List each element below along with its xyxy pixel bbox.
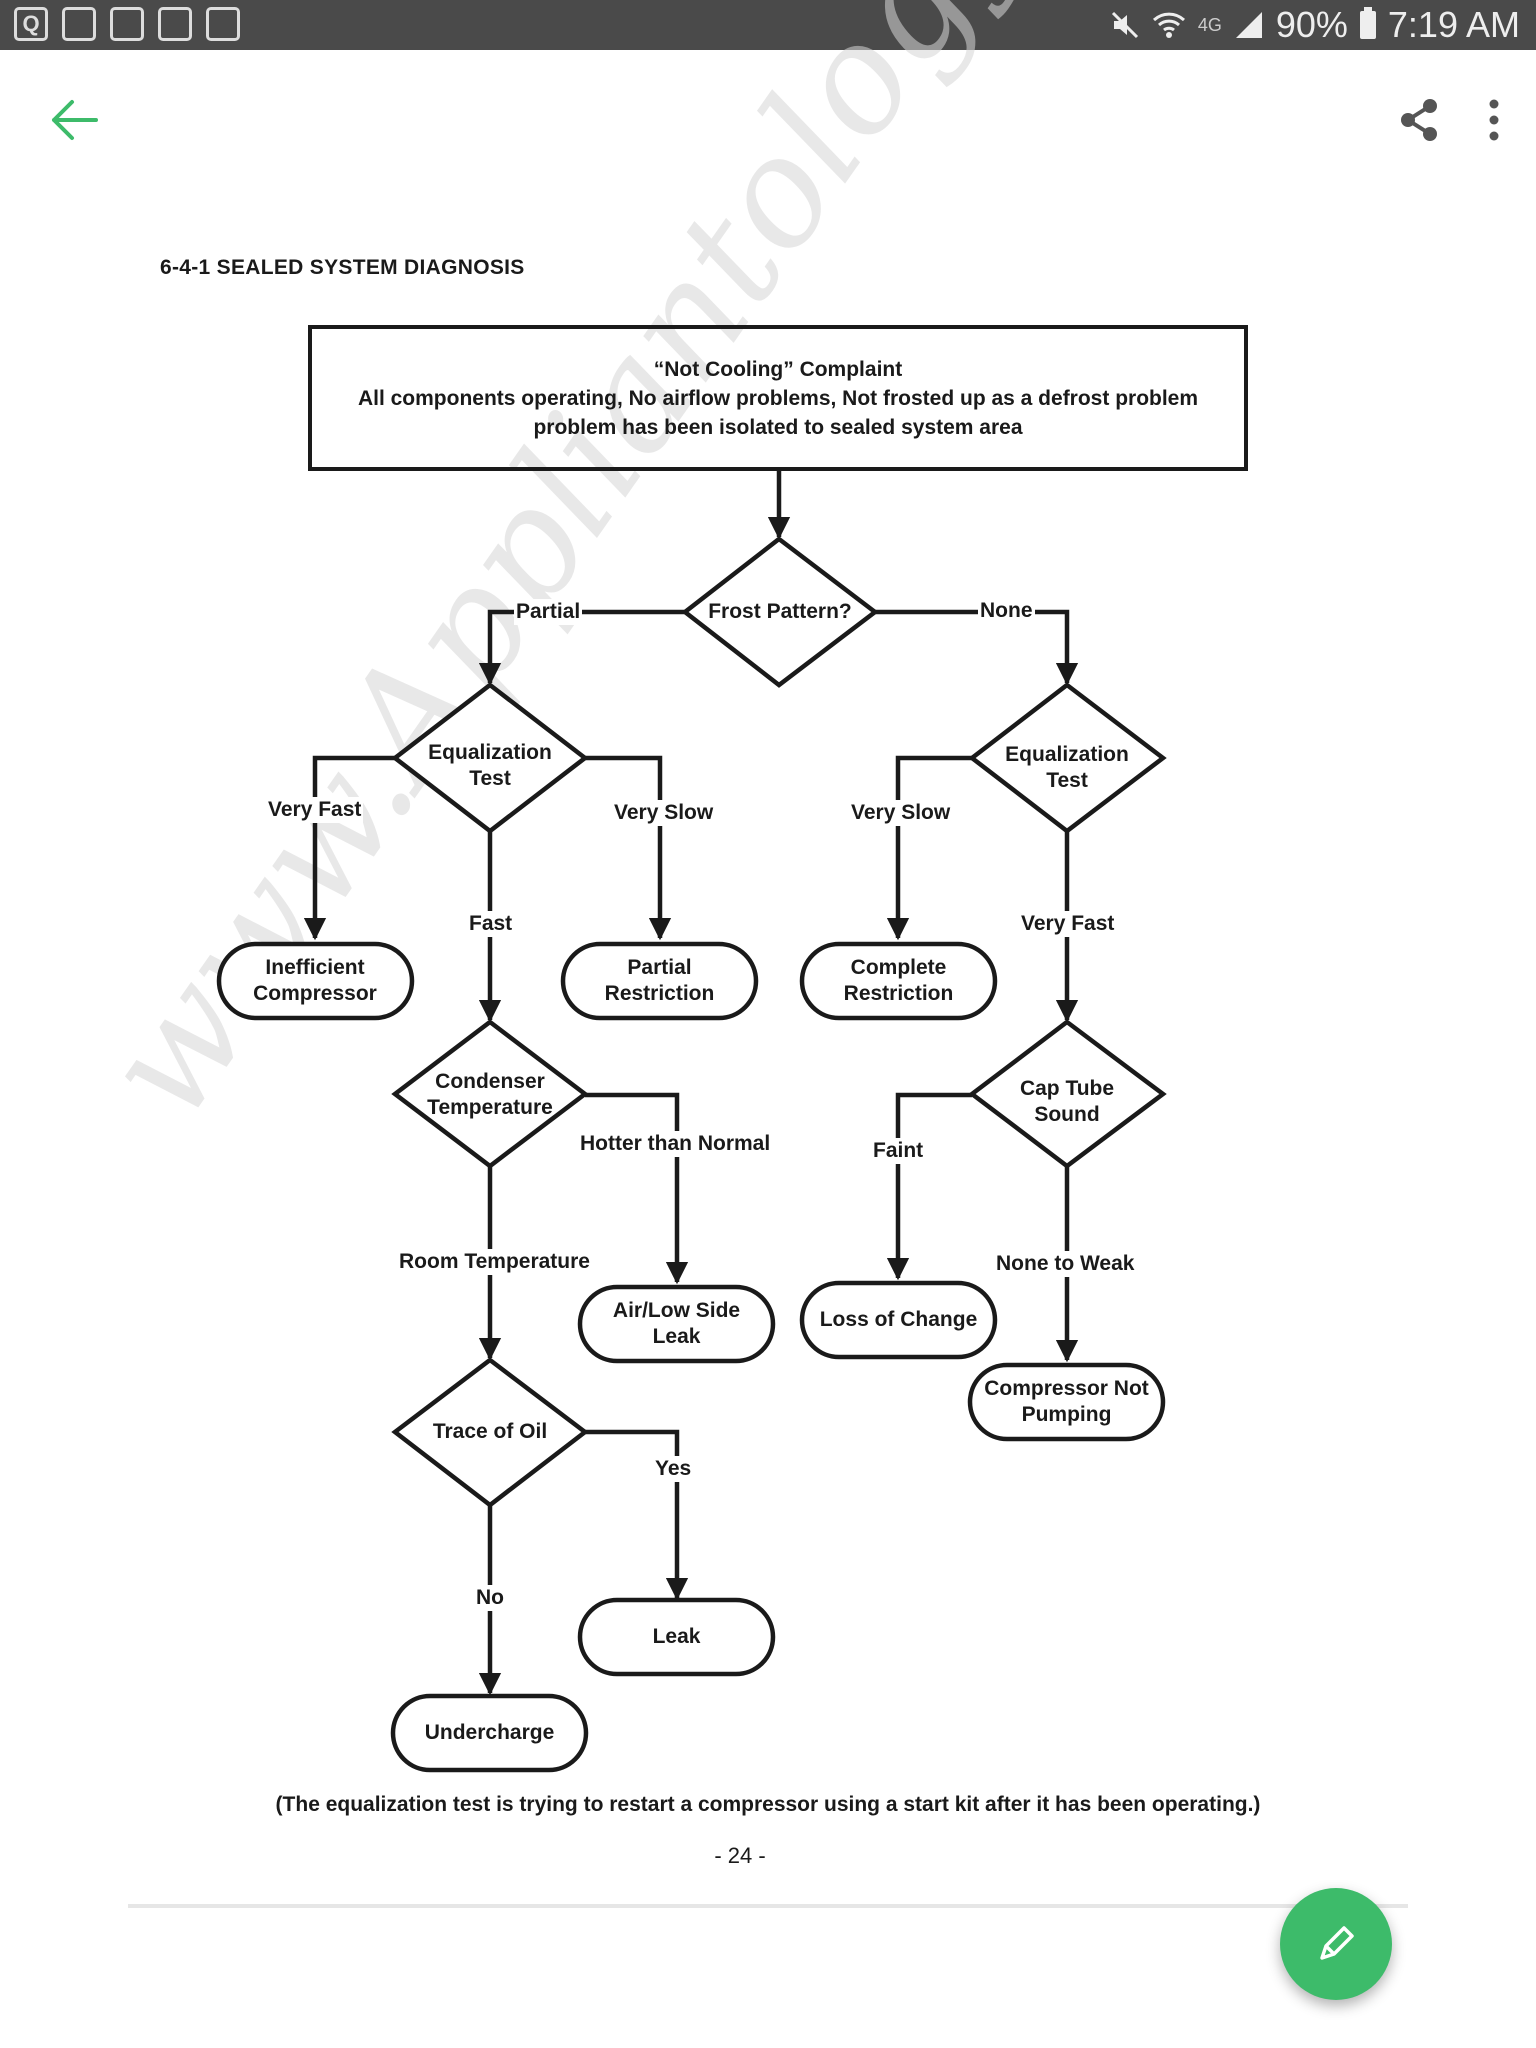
inefficient-compressor-label: Inefficient Compressor [253, 956, 377, 1005]
frost-pattern-label: Frost Pattern? [708, 600, 852, 623]
leak-label: Leak [652, 1625, 701, 1648]
calendar-icon [158, 7, 192, 41]
pencil-icon [1320, 1926, 1354, 1960]
trace-of-oil-label: Trace of Oil [432, 1420, 548, 1443]
network-type: 4G [1197, 14, 1222, 35]
air-low-side-leak-label: Air/Low Side Leak [612, 1299, 741, 1348]
start-box-title: “Not Cooling” Complaint [653, 357, 903, 381]
edge-very-fast-left [303, 755, 395, 941]
terminal-leak [577, 1597, 776, 1677]
partial-restriction-label: Partial Restriction [604, 956, 715, 1005]
edge-label-very-fast-left: Very Fast [266, 797, 364, 823]
edge-label-very-slow-right: Very Slow [849, 800, 953, 826]
decision-eq-test-right [968, 682, 1167, 834]
notification-icons: Q [14, 7, 240, 41]
terminal-compressor-not-pumping [967, 1362, 1166, 1442]
system-indicators: 4G 90% 7:19 AM [1110, 0, 1520, 50]
edge-label-very-fast-right: Very Fast [1019, 911, 1117, 937]
edge-label-partial: Partial [514, 599, 583, 625]
mail-icon [110, 7, 144, 41]
eq-test-left-label: Equalization Test [428, 741, 552, 790]
start-box-line2: All components operating, No airflow pro… [357, 386, 1199, 410]
share-icon[interactable] [1396, 96, 1444, 144]
decision-cap-tube [968, 1019, 1167, 1169]
edge-label-room-temperature: Room Temperature [397, 1249, 592, 1275]
signal-icon [1235, 12, 1262, 38]
status-bar: Q 4G 90% 7:19 AM [0, 0, 1536, 50]
terminal-inefficient-compressor [216, 941, 415, 1021]
page-title: 6-4-1 SEALED SYSTEM DIAGNOSIS [160, 256, 525, 279]
arrow-left-icon[interactable] [44, 90, 104, 150]
footnote: (The equalization test is trying to rest… [275, 1793, 1261, 1816]
edge-partial [478, 609, 685, 686]
battery-icon [1359, 7, 1376, 39]
decision-eq-test-left [391, 682, 589, 834]
decision-frost-pattern [681, 536, 879, 688]
decision-trace-of-oil [391, 1357, 589, 1508]
edge-label-fast: Fast [467, 911, 515, 937]
edit-fab-button[interactable] [1280, 1888, 1392, 2000]
edge-label-yes: Yes [653, 1456, 694, 1482]
clock: 7:19 AM [1387, 4, 1520, 45]
edge-very-slow-left [585, 755, 672, 941]
compressor-not-pumping-label: Compressor Not Pumping [984, 1377, 1149, 1426]
calendar-alt-icon [206, 7, 240, 41]
eq-test-right-label: Equalization Test [1005, 743, 1129, 792]
start-box-line3: problem has been isolated to sealed syst… [533, 415, 1023, 439]
app-bar [0, 50, 1536, 185]
battery-percent: 90% [1275, 4, 1348, 45]
terminal-complete-restriction [799, 941, 998, 1021]
edge-label-none-to-weak: None to Weak [994, 1251, 1137, 1277]
terminal-loss-of-change [799, 1280, 998, 1360]
edge-hotter [585, 1092, 689, 1285]
edge-label-none: None [978, 598, 1035, 624]
undercharge-label: Undercharge [424, 1721, 555, 1744]
edge-label-very-slow-left: Very Slow [612, 800, 716, 826]
decision-condenser-temp [391, 1019, 589, 1169]
complete-restriction-label: Complete Restriction [843, 956, 954, 1005]
mute-icon [1111, 11, 1138, 39]
edge-faint [886, 1092, 972, 1281]
page-divider [128, 1904, 1408, 1908]
q-app-icon: Q [14, 7, 48, 41]
loss-of-change-label: Loss of Change [819, 1308, 978, 1331]
more-vert-icon[interactable] [1482, 96, 1506, 144]
gallery-icon [62, 7, 96, 41]
edge-none [873, 609, 1079, 686]
edge-label-hotter-than-normal: Hotter than Normal [578, 1131, 773, 1157]
wifi-icon [1152, 12, 1185, 38]
terminal-undercharge [390, 1693, 589, 1773]
terminal-air-low-side-leak [577, 1284, 776, 1364]
condenser-temperature-label: Condenser Temperature [427, 1070, 553, 1119]
edge-yes [585, 1429, 689, 1601]
terminal-partial-restriction [560, 941, 759, 1021]
edge-label-no: No [474, 1585, 506, 1611]
edge-label-faint: Faint [871, 1138, 926, 1164]
edge-very-slow-right [886, 755, 972, 941]
start-box: “Not Cooling” Complaint All components o… [308, 325, 1248, 471]
page-number: - 24 - [714, 1843, 766, 1868]
cap-tube-sound-label: Cap Tube Sound [1019, 1077, 1115, 1126]
